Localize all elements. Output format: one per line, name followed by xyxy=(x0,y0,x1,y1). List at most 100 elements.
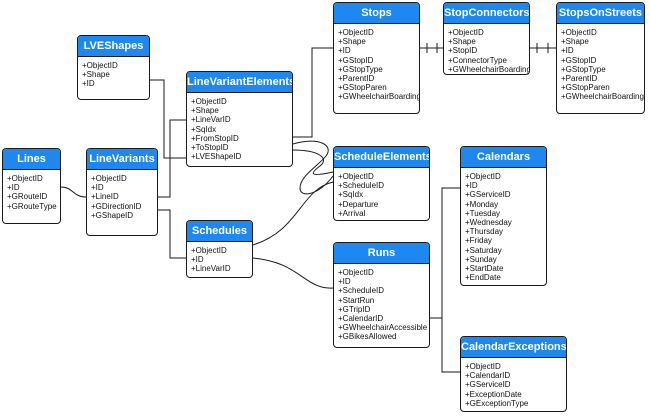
field-item: +GExceptionType xyxy=(465,398,529,408)
field-item: +ParentID xyxy=(338,74,375,84)
field-item: +Tuesday xyxy=(465,208,501,218)
field-list: +ObjectID+Shape+StopID+ConnectorType+GWh… xyxy=(444,24,529,74)
field-item: +Shape xyxy=(338,37,366,47)
field-item: +GStopID xyxy=(338,55,374,65)
entity-title: StopConnectors xyxy=(444,3,529,24)
field-item: +Shape xyxy=(561,37,589,47)
entity-title: ScheduleElements xyxy=(334,147,429,168)
entity-calendarexceptions[interactable]: CalendarExceptions +ObjectID+CalendarID+… xyxy=(460,336,567,412)
field-item: +ParentID xyxy=(561,74,598,84)
entity-calendars[interactable]: Calendars +ObjectID+ID+GServiceID+Monday… xyxy=(460,146,547,286)
entity-stops[interactable]: Stops +ObjectID+Shape+ID+GStopID+GStopTy… xyxy=(333,2,420,114)
entity-schedules[interactable]: Schedules +ObjectID+ID+LineVarID xyxy=(186,220,253,278)
field-item: +ObjectID xyxy=(91,174,127,183)
field-item: +GRouteType xyxy=(7,201,57,211)
field-item: +ObjectID xyxy=(82,61,118,70)
field-list: +ObjectID+Shape+LineVarID+SqIdx+FromStop… xyxy=(187,93,292,161)
field-item: +ObjectID xyxy=(561,28,597,37)
field-item: +ObjectID xyxy=(448,28,484,37)
field-item: +GTripID xyxy=(338,304,371,314)
field-item: +ObjectID xyxy=(7,174,43,183)
connector-lve-stops-2 xyxy=(292,140,334,195)
field-list: +ObjectID+Shape+ID+GStopID+GStopType+Par… xyxy=(557,24,644,102)
entity-lines[interactable]: Lines +ObjectID+ID+GRouteID+GRouteType xyxy=(2,148,61,224)
field-item: +ID xyxy=(465,181,478,191)
connector-lines-linevariants xyxy=(60,186,87,198)
field-item: +GServiceID xyxy=(465,380,511,390)
entity-title: CalendarExceptions xyxy=(461,337,566,358)
field-item: +ID xyxy=(7,183,20,193)
field-item: +ID xyxy=(338,277,351,287)
field-item: +Friday xyxy=(465,236,492,246)
field-item: +GRouteID xyxy=(7,192,48,202)
entity-runs[interactable]: Runs +ObjectID+ID+ScheduleID+StartRun+GT… xyxy=(333,242,430,348)
field-item: +CalendarID xyxy=(338,314,384,324)
field-item: +LineVarID xyxy=(191,264,231,274)
field-item: +ObjectID xyxy=(465,172,501,181)
connector-lve-stops-1 xyxy=(293,47,333,138)
field-item: +GShapeID xyxy=(91,210,134,220)
field-item: +ConnectorType xyxy=(448,55,507,65)
field-item: +StartRun xyxy=(338,295,375,305)
entity-stopconnectors[interactable]: StopConnectors +ObjectID+Shape+StopID+Co… xyxy=(443,2,530,75)
field-item: +ExceptionDate xyxy=(465,389,522,399)
connector-lve-stops-3 xyxy=(292,149,334,175)
field-item: +GStopType xyxy=(338,64,383,74)
field-item: +Sunday xyxy=(465,254,497,264)
entity-title: LVEShapes xyxy=(78,36,149,57)
entity-stopsonstreets[interactable]: StopsOnStreets +ObjectID+Shape+ID+GStopI… xyxy=(556,2,645,114)
connector-linevariants-schedules xyxy=(158,209,186,259)
field-item: +GDirectionID xyxy=(91,201,142,211)
field-item: +SqIdx xyxy=(191,124,217,134)
field-list: +ObjectID+ID+LineVarID xyxy=(187,242,252,274)
field-item: +Shape xyxy=(448,37,476,47)
field-item: +GServiceID xyxy=(465,190,511,200)
entity-title: Calendars xyxy=(461,147,546,168)
field-item: +FromStopID xyxy=(191,133,239,143)
field-item: +Shape xyxy=(191,106,219,116)
entity-title: Runs xyxy=(334,243,429,264)
field-list: +ObjectID+ID+GRouteID+GRouteType xyxy=(3,170,60,211)
field-list: +ObjectID+Shape+ID xyxy=(78,57,149,89)
field-item: +CalendarID xyxy=(465,371,511,381)
field-item: +ObjectID xyxy=(338,172,374,181)
field-item: +GStopParen xyxy=(338,83,387,93)
connector-runs-calendars xyxy=(430,187,460,319)
entity-title: LineVariants xyxy=(87,149,157,170)
field-item: +Departure xyxy=(338,199,379,209)
field-item: +ObjectID xyxy=(191,246,227,255)
field-item: +Shape xyxy=(82,70,110,80)
connector-calendars-calendarexceptions xyxy=(441,288,460,373)
field-item: +ObjectID xyxy=(338,28,374,37)
field-item: +ID xyxy=(338,46,351,56)
field-list: +ObjectID+ID+ScheduleID+StartRun+GTripID… xyxy=(334,264,429,342)
field-item: +GWheelchairBoarding xyxy=(448,64,530,74)
field-list: +ObjectID+CalendarID+GServiceID+Exceptio… xyxy=(461,358,566,408)
field-list: +ObjectID+ScheduleID+SqIdx+Departure+Arr… xyxy=(334,168,429,218)
entity-title: Lines xyxy=(3,149,60,170)
field-item: +ID xyxy=(561,46,574,56)
field-item: +ID xyxy=(82,79,95,89)
field-item: +EndDate xyxy=(465,273,501,283)
field-item: +LineID xyxy=(91,192,119,202)
field-item: +ObjectID xyxy=(191,97,227,106)
field-item: +Saturday xyxy=(465,245,502,255)
entity-linevariants[interactable]: LineVariants +ObjectID+ID+LineID+GDirect… xyxy=(86,148,158,236)
field-item: +GWheelchairBoarding xyxy=(338,92,420,102)
connector-lveshapes-lve xyxy=(150,79,186,159)
field-list: +ObjectID+ID+LineID+GDirectionID+GShapeI… xyxy=(87,170,157,220)
entity-title: Stops xyxy=(334,3,419,24)
field-item: +StartDate xyxy=(465,264,504,274)
field-item: +SqIdx xyxy=(338,190,364,200)
field-list: +ObjectID+ID+GServiceID+Monday+Tuesday+W… xyxy=(461,168,546,282)
entity-scheduleelements[interactable]: ScheduleElements +ObjectID+ScheduleID+Sq… xyxy=(333,146,430,221)
field-list: +ObjectID+Shape+ID+GStopID+GStopType+Par… xyxy=(334,24,419,102)
field-item: +ObjectID xyxy=(465,362,501,371)
field-item: +Monday xyxy=(465,199,499,209)
entity-linevariantelements[interactable]: LineVariantElements +ObjectID+Shape+Line… xyxy=(186,71,293,167)
entity-lveshapes[interactable]: LVEShapes +ObjectID+Shape+ID xyxy=(77,35,150,100)
field-item: +GWheelchairBoarding xyxy=(561,92,644,102)
field-item: +ID xyxy=(191,255,204,265)
field-item: +GBikesAllowed xyxy=(338,332,397,342)
